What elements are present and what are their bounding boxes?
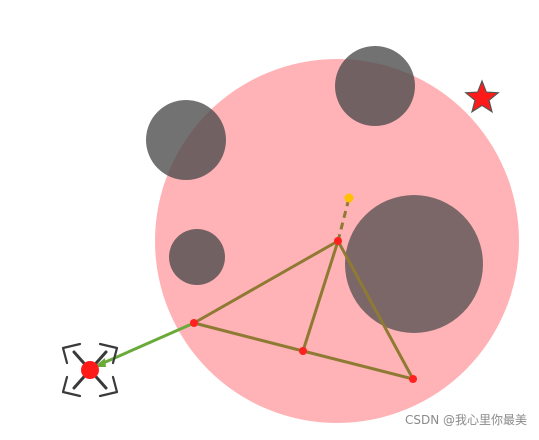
rotor-top-right <box>98 342 119 365</box>
mesh-edges <box>192 239 415 381</box>
mesh-node <box>409 375 417 383</box>
drone-link-line <box>100 321 195 366</box>
watermark-text: CSDN @我心里你最美 <box>404 413 527 427</box>
drone-rotors <box>61 342 119 398</box>
mesh-node <box>299 347 307 355</box>
rotor-bottom-left <box>61 375 82 398</box>
mesh-edge <box>301 349 415 381</box>
obstacle-large-right <box>345 195 483 333</box>
pending-node <box>344 193 354 203</box>
pending-edge <box>336 197 351 242</box>
obstacle-small-left <box>169 229 225 285</box>
mesh-node <box>190 319 198 327</box>
rotor-bottom-right <box>98 375 119 398</box>
goal-star-icon <box>464 79 500 114</box>
mesh-node <box>334 237 342 245</box>
mesh-nodes <box>190 237 417 383</box>
mesh-edge <box>336 239 415 381</box>
obstacles <box>146 46 483 333</box>
drone-body <box>81 361 99 379</box>
rotor-top-left <box>61 342 82 365</box>
mesh-edge <box>192 321 305 353</box>
mesh-edge <box>192 239 340 325</box>
obstacle-top-left <box>146 100 226 180</box>
obstacle-top-right <box>335 46 415 126</box>
mesh-edge <box>301 239 340 353</box>
drone-quadcopter-icon <box>61 342 119 398</box>
